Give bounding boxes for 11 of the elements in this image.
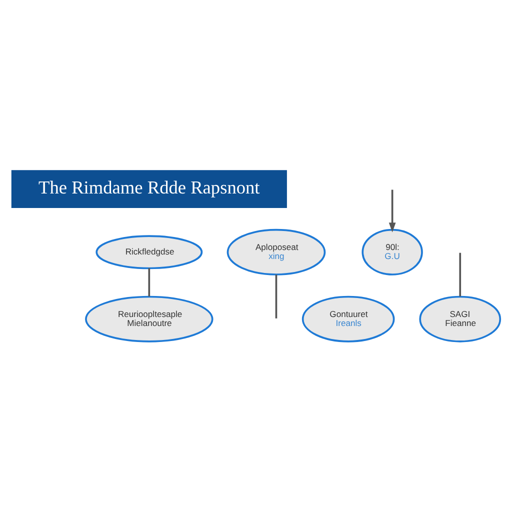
arrow (388, 190, 396, 232)
node-ellipse: Gontuuret Ireanls (302, 296, 395, 342)
connector (148, 268, 150, 296)
connector (275, 274, 278, 318)
node-ellipse: Rickfledgdse (96, 235, 203, 270)
node-ellipse: Aploposeat xing (226, 228, 326, 276)
diagram-title: The Rimdame Rdde Rapsnont (38, 178, 260, 198)
node-ellipse: 90l: G.U (362, 228, 423, 276)
node-ellipse: SAGI Fieanne (419, 296, 502, 342)
node-ellipse: Reurioopltesaple Mielanoutre (85, 296, 214, 342)
connector (459, 252, 462, 296)
